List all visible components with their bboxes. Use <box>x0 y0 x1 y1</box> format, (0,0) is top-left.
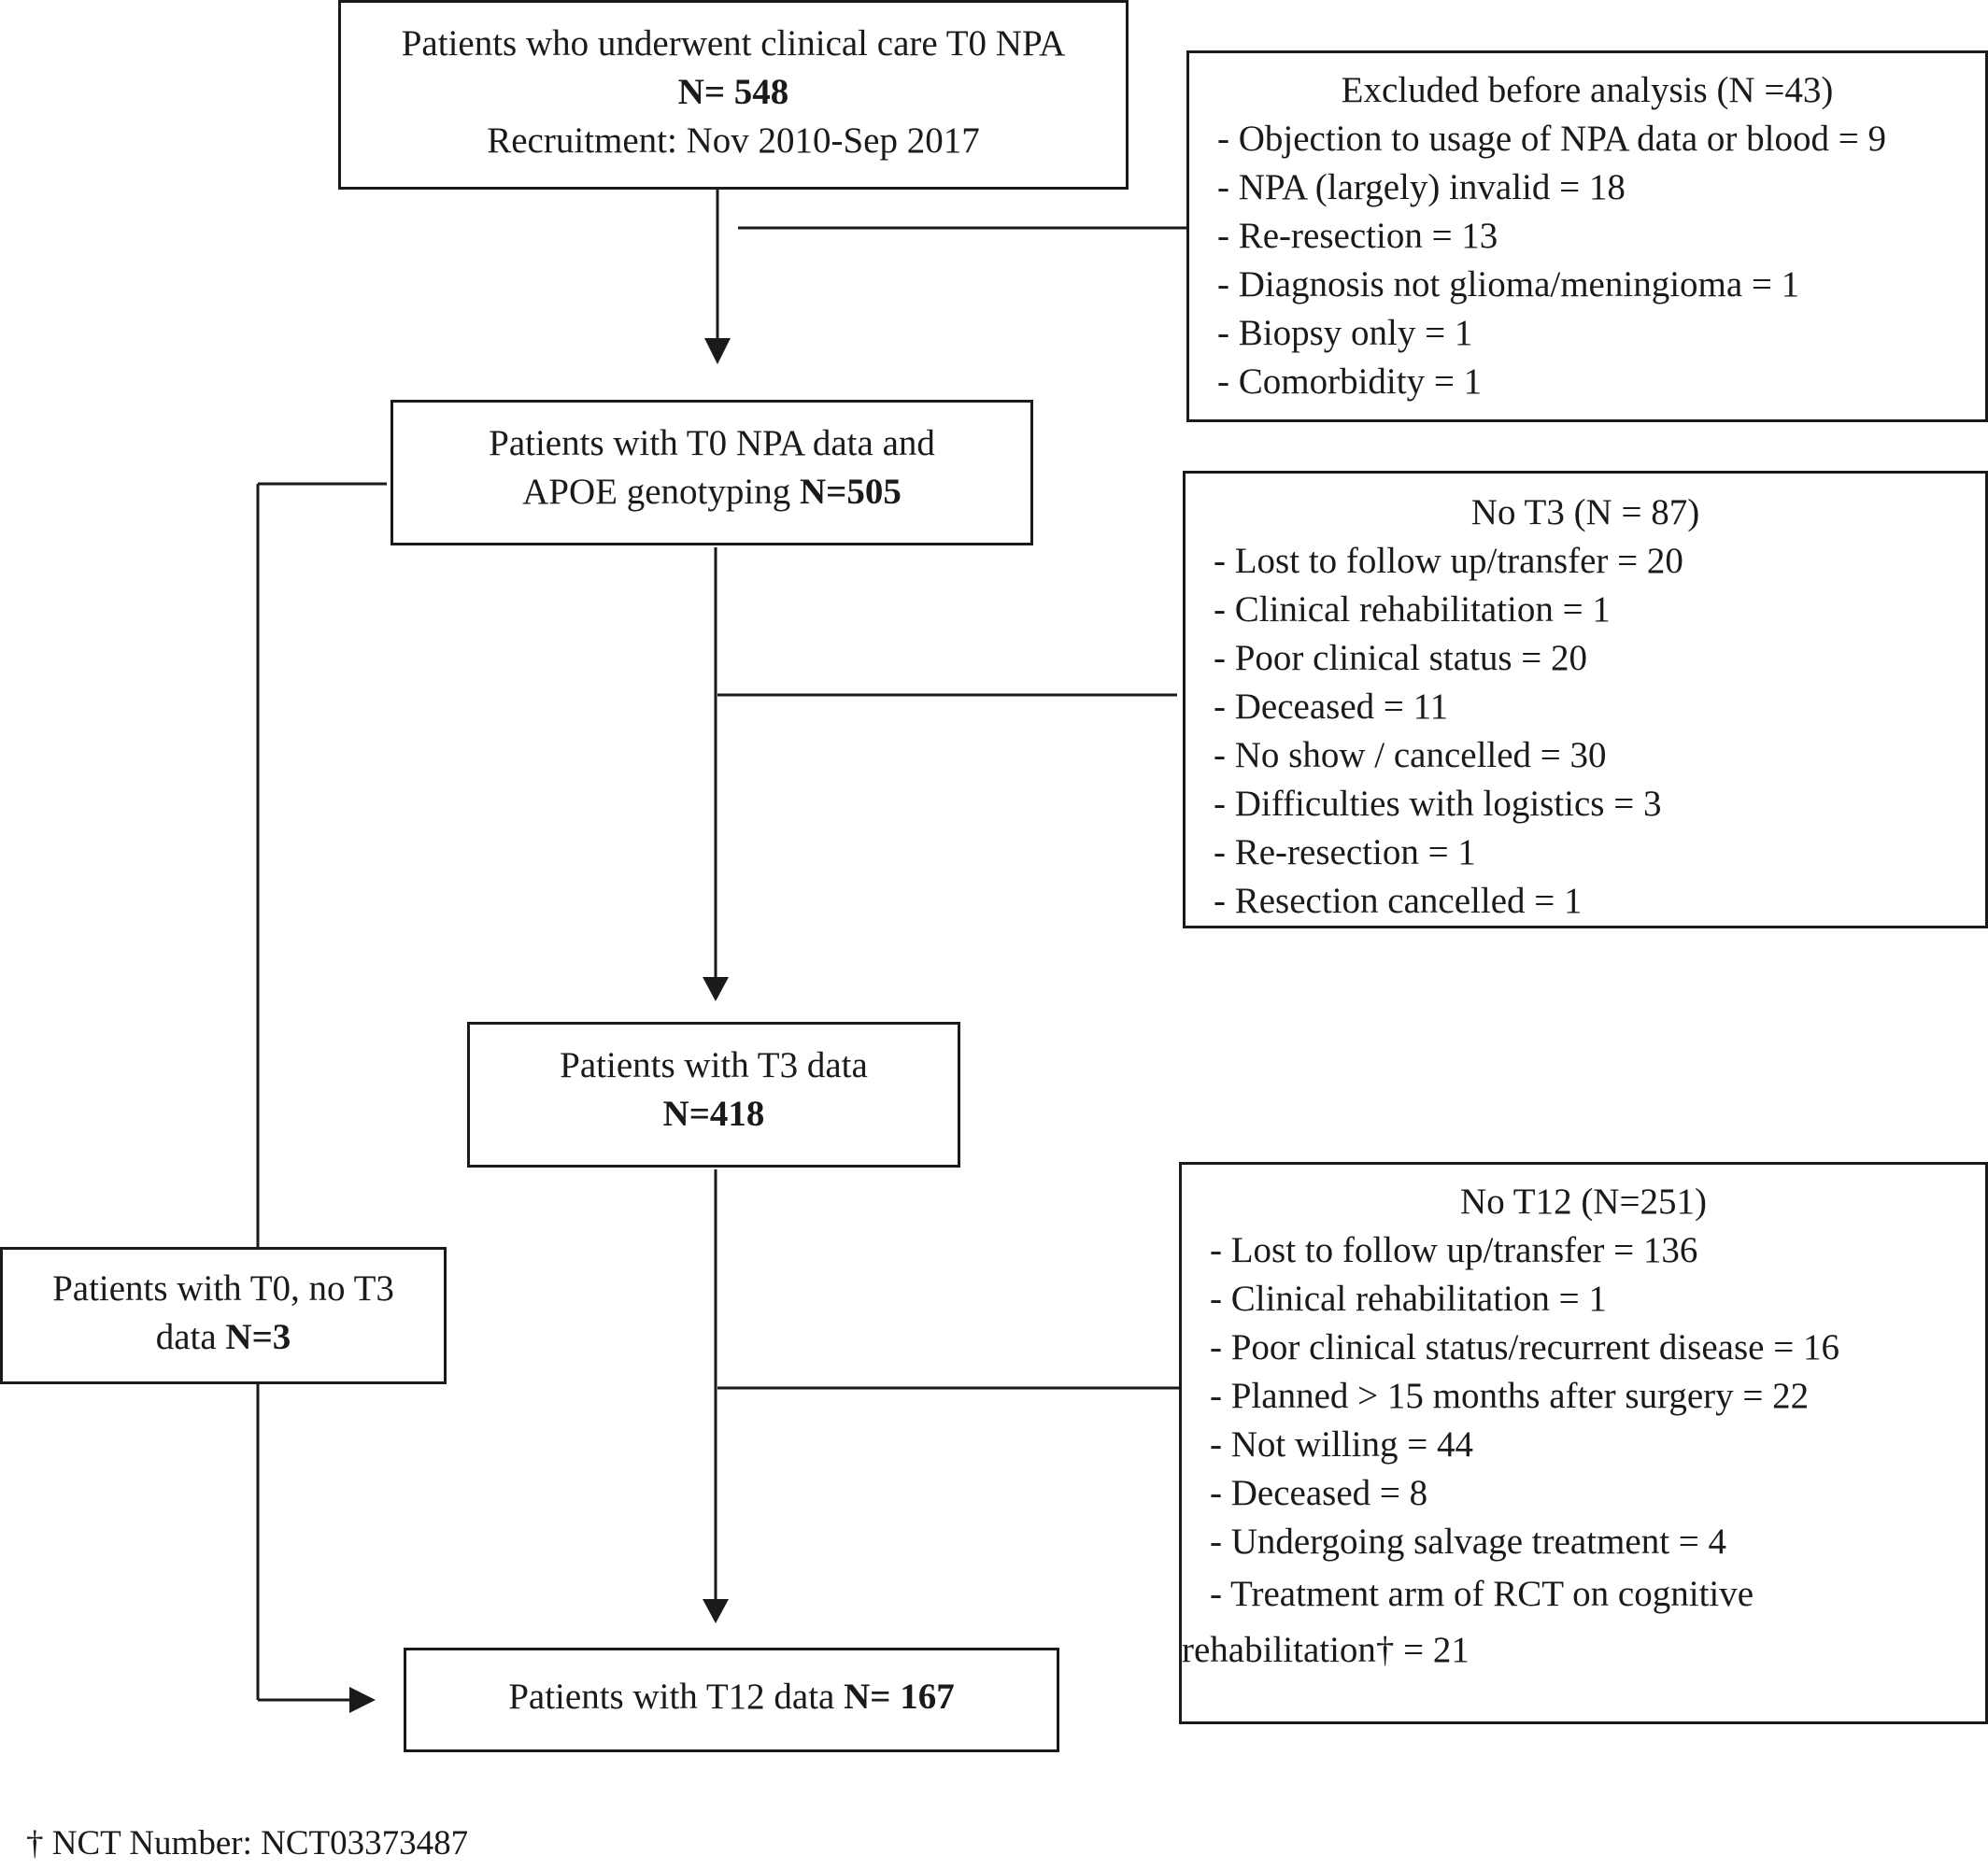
list-item: - No show / cancelled = 30 <box>1214 735 1607 775</box>
no-t12-title: No T12 (N=251) <box>1460 1182 1707 1222</box>
list-item: - Objection to usage of NPA data or bloo… <box>1217 119 1886 159</box>
no-t12-list: - Lost to follow up/transfer = 136 - Cli… <box>1182 1226 1985 1678</box>
t0-no-t3-label: data <box>155 1317 226 1357</box>
t0-no-t3-title: Patients with T0, no T3 <box>52 1268 394 1309</box>
list-item: - Re-resection = 1 <box>1214 832 1476 872</box>
t3-count: N=418 <box>662 1094 765 1134</box>
no-t3-title: No T3 (N = 87) <box>1470 492 1700 532</box>
t0-apoe-count: N=505 <box>799 472 902 512</box>
list-item: - Biopsy only = 1 <box>1217 313 1473 353</box>
list-item: - Not willing = 44 <box>1210 1424 1473 1465</box>
t12-line: Patients with T12 data N= 167 <box>406 1673 1057 1721</box>
box-t12-data: Patients with T12 data N= 167 <box>404 1648 1059 1752</box>
list-item: - Poor clinical status/recurrent disease… <box>1210 1327 1839 1367</box>
list-item: - Poor clinical status = 20 <box>1214 638 1588 678</box>
list-item: - Treatment arm of RCT on cognitive <box>1210 1574 1754 1614</box>
t0-apoe-line2: APOE genotyping N=505 <box>393 468 1030 517</box>
list-item: - NPA (largely) invalid = 18 <box>1217 167 1626 207</box>
t12-count: N= 167 <box>844 1677 955 1717</box>
list-item: - Deceased = 8 <box>1210 1473 1428 1513</box>
no-t3-list: - Lost to follow up/transfer = 20 - Clin… <box>1186 537 1985 926</box>
list-item: - Resection cancelled = 1 <box>1214 881 1583 921</box>
box-t0-clinical-care: Patients who underwent clinical care T0 … <box>338 0 1129 190</box>
box-t0-apoe: Patients with T0 NPA data and APOE genot… <box>390 400 1033 545</box>
list-item: - Planned > 15 months after surgery = 22 <box>1210 1376 1810 1416</box>
list-item: - Undergoing salvage treatment = 4 <box>1210 1522 1727 1562</box>
box-excluded-before-analysis: Excluded before analysis (N =43) - Objec… <box>1186 50 1988 422</box>
list-item: - Clinical rehabilitation = 1 <box>1210 1279 1607 1319</box>
list-item: - Comorbidity = 1 <box>1217 361 1483 402</box>
t0-no-t3-count: N=3 <box>225 1317 291 1357</box>
excluded-list: - Objection to usage of NPA data or bloo… <box>1189 115 1985 406</box>
t0-apoe-title: Patients with T0 NPA data and <box>489 423 935 463</box>
list-item: - Diagnosis not glioma/meningioma = 1 <box>1217 264 1800 304</box>
box-no-t3: No T3 (N = 87) - Lost to follow up/trans… <box>1183 471 1988 928</box>
box-no-t12: No T12 (N=251) - Lost to follow up/trans… <box>1179 1162 1988 1724</box>
t0-care-title: Patients who underwent clinical care T0 … <box>401 23 1066 64</box>
list-item: - Difficulties with logistics = 3 <box>1214 784 1662 824</box>
t0-apoe-label: APOE genotyping <box>522 472 800 512</box>
t0-no-t3-line2: data N=3 <box>3 1313 444 1362</box>
box-t0-no-t3: Patients with T0, no T3 data N=3 <box>0 1247 447 1384</box>
box-t3-data: Patients with T3 data N=418 <box>467 1022 960 1168</box>
t3-title: Patients with T3 data <box>560 1045 868 1085</box>
list-item: rehabilitation† = 21 <box>1182 1630 1470 1670</box>
list-item: - Lost to follow up/transfer = 136 <box>1210 1230 1698 1270</box>
excluded-title: Excluded before analysis (N =43) <box>1341 70 1834 110</box>
t0-care-recruitment: Recruitment: Nov 2010-Sep 2017 <box>487 120 980 161</box>
list-item: - Clinical rehabilitation = 1 <box>1214 589 1611 630</box>
list-item: - Lost to follow up/transfer = 20 <box>1214 541 1683 581</box>
t0-care-count: N= 548 <box>677 72 789 112</box>
list-item: - Re-resection = 13 <box>1217 216 1498 256</box>
footnote: † NCT Number: NCT03373487 <box>26 1824 469 1862</box>
list-item: - Deceased = 11 <box>1214 687 1449 727</box>
t12-label: Patients with T12 data <box>508 1677 845 1717</box>
